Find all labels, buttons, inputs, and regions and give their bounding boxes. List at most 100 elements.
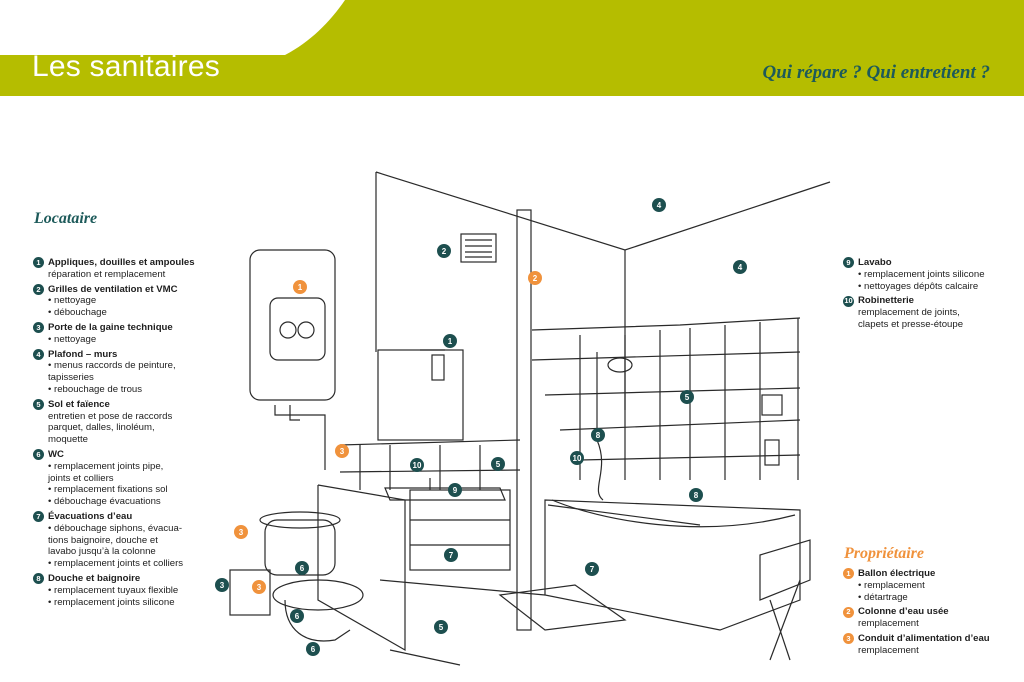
legend-item-title: Évacuations d’eau xyxy=(48,510,133,522)
legend-item-detail: • détartrage xyxy=(858,591,908,603)
marker-3-owner: 3 xyxy=(252,580,266,594)
legend-item-detail: • rebouchage de trous xyxy=(48,383,143,395)
legend-item-title: Grilles de ventilation et VMC xyxy=(48,283,178,295)
legend-item-detail: • remplacement joints silicone xyxy=(48,596,175,608)
legend-item-detail: clapets et presse-étoupe xyxy=(858,318,964,330)
marker-10: 10 xyxy=(570,451,584,465)
legend-item-head: 1 Ballon électrique xyxy=(843,568,1018,580)
legend-item-title: Sol et faïence xyxy=(48,398,110,410)
page-title: Les sanitaires xyxy=(32,50,220,83)
legend-item-detail: réparation et remplacement xyxy=(48,268,166,280)
marker-5: 5 xyxy=(491,457,505,471)
legend-item-detail: moquette xyxy=(48,434,89,446)
legend-number-badge: 10 xyxy=(843,295,854,307)
marker-6: 6 xyxy=(290,609,304,623)
marker-8: 8 xyxy=(689,488,703,502)
legend-item-detail: • remplacement joints pipe, xyxy=(48,460,164,472)
legend-item-head: 3 Porte de la gaine technique xyxy=(33,322,223,334)
legend-item-detail: • débouchage xyxy=(48,307,107,319)
legend-item-head: 1 Appliques, douilles et ampoules xyxy=(33,257,223,269)
locataire-title: Locataire xyxy=(34,210,98,227)
legend-item-detail: • nettoyage xyxy=(48,333,97,345)
marker-4: 4 xyxy=(733,260,747,274)
legend-item-detail: remplacement de joints, xyxy=(858,307,960,319)
marker-3-owner: 3 xyxy=(234,525,248,539)
legend-item-detail: • débouchage siphons, évacua- xyxy=(48,522,183,534)
marker-5: 5 xyxy=(434,620,448,634)
legend-item-detail: remplacement xyxy=(858,618,919,630)
legend-number-badge: 5 xyxy=(33,399,44,411)
marker-5: 5 xyxy=(680,390,694,404)
marker-9: 9 xyxy=(448,483,462,497)
marker-1: 1 xyxy=(443,334,457,348)
legend-number-badge: 9 xyxy=(843,257,854,269)
legend-item-detail: entretien et pose de raccords xyxy=(48,410,173,422)
legend-item-title: Plafond – murs xyxy=(48,348,118,360)
legend-number-badge: 1 xyxy=(843,568,854,580)
legend-item-detail: • remplacement tuyaux flexible xyxy=(48,584,179,596)
legend-item-head: 6 WC xyxy=(33,449,223,461)
legend-item-detail: • remplacement joints et colliers xyxy=(48,558,184,570)
marker-7: 7 xyxy=(444,548,458,562)
legend-item: 1 Ballon électrique• remplacement• détart… xyxy=(843,568,1018,603)
legend-number-badge: 3 xyxy=(33,322,44,334)
page-subtitle: Qui répare ? Qui entretient ? xyxy=(762,62,990,83)
legend-item-detail: • débouchage évacuations xyxy=(48,496,161,508)
marker-6: 6 xyxy=(295,561,309,575)
legend-item-detail: • remplacement joints silicone xyxy=(858,268,985,280)
legend-item-title: Lavabo xyxy=(858,257,892,268)
legend-item-title: Ballon électrique xyxy=(858,568,936,579)
legend-item: 2 Grilles de ventilation et VMC• nettoyag… xyxy=(33,284,223,319)
proprietaire-title: Propriétaire xyxy=(844,545,924,562)
legend-item-title: Conduit d’alimentation d’eau xyxy=(858,632,990,644)
legend-item-detail: • remplacement xyxy=(858,579,925,591)
marker-10: 10 xyxy=(410,458,424,472)
legend-item-head: 2 Grilles de ventilation et VMC xyxy=(33,284,223,296)
legend-item-head: 10 Robinetterie xyxy=(843,295,1013,307)
marker-8: 8 xyxy=(591,428,605,442)
marker-2-owner: 2 xyxy=(528,271,542,285)
marker-3-owner: 3 xyxy=(335,444,349,458)
legend-number-badge: 1 xyxy=(33,257,44,269)
header-wave-decoration xyxy=(0,0,345,55)
marker-2: 2 xyxy=(437,244,451,258)
legend-item-title: Porte de la gaine technique xyxy=(48,321,173,333)
legend-item-head: 9 Lavabo xyxy=(843,257,1013,269)
marker-1-owner: 1 xyxy=(293,280,307,294)
legend-item-detail: • remplacement fixations sol xyxy=(48,484,168,496)
legend-item-head: 2 Colonne d’eau usée xyxy=(843,606,1018,618)
legend-item-title: Appliques, douilles et ampoules xyxy=(48,257,195,268)
legend-item-title: Douche et baignoire xyxy=(48,572,141,584)
legend-item-head: 4 Plafond – murs xyxy=(33,349,223,361)
legend-item-title: WC xyxy=(48,448,64,460)
legend-item-detail: • nettoyage xyxy=(48,295,97,307)
legend-number-badge: 4 xyxy=(33,348,44,360)
legend-item-title: Robinetterie xyxy=(858,295,914,307)
legend-item-detail: remplacement xyxy=(858,644,919,656)
marker-6: 6 xyxy=(306,642,320,656)
legend-item: 6 WC• remplacement joints pipe,joints et … xyxy=(33,449,223,508)
legend-item-detail: tapisseries xyxy=(48,372,94,384)
legend-number-badge: 2 xyxy=(33,283,44,295)
proprietaire-list: 1 Ballon électrique• remplacement• détart… xyxy=(843,568,1018,660)
legend-item-detail: joints et colliers xyxy=(48,472,114,484)
legend-item-detail: tions baignoire, douche et xyxy=(48,534,158,546)
legend-item-title: Colonne d’eau usée xyxy=(858,606,949,618)
legend-number-badge: 2 xyxy=(843,606,854,618)
marker-3: 3 xyxy=(215,578,229,592)
legend-number-badge: 6 xyxy=(33,449,44,461)
